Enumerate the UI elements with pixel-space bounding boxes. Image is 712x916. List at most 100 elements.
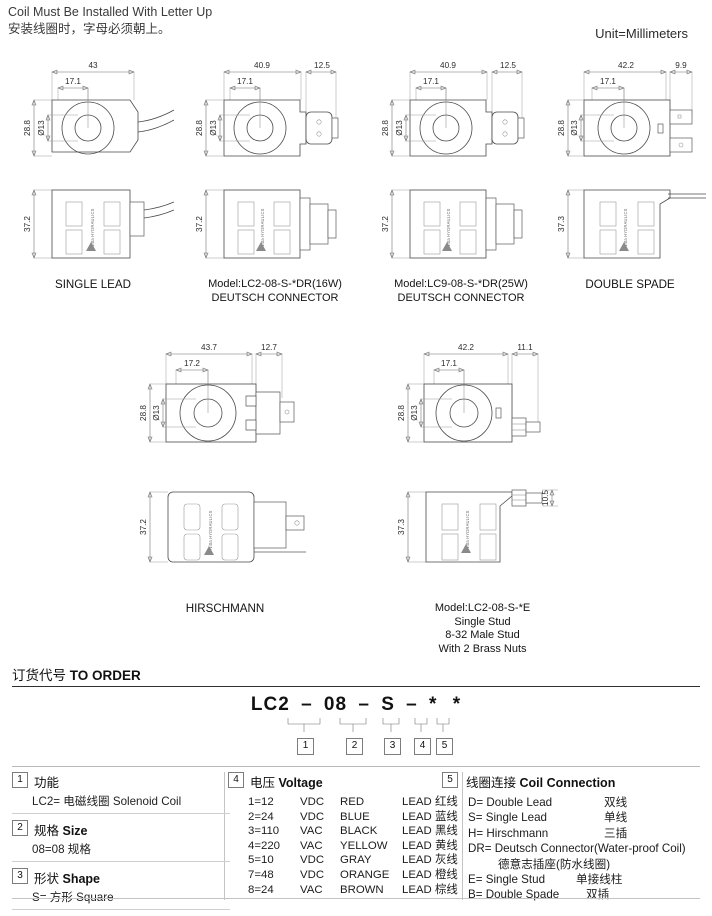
to-order-divider xyxy=(12,686,700,687)
dim-height: 28.8 xyxy=(23,120,32,136)
dim-bore: Ø13 xyxy=(570,120,579,136)
voltage-lead: LEAD xyxy=(402,883,432,896)
voltage-cn: 黑线 xyxy=(434,825,458,838)
legend-top-divider xyxy=(12,766,700,767)
voltage-color: YELLOW xyxy=(340,839,388,852)
callout-3: 3 xyxy=(384,738,401,755)
voltage-cn: 红线 xyxy=(434,796,458,808)
legend-title-size-en: Size xyxy=(62,824,88,838)
connection-cn: 三插 xyxy=(604,826,628,840)
deutsch-25w-front-view: 37.2 Nitta HYDRAULICS xyxy=(372,180,550,275)
legend-num-2: 2 xyxy=(12,820,28,836)
hirschmann-front-view: 37.2 Nitta HYDRAULICS xyxy=(130,482,320,582)
to-order-heading: 订货代号 TO ORDER xyxy=(12,664,141,684)
voltage-code: 1=12 xyxy=(248,796,274,808)
caption-line: DOUBLE SPADE xyxy=(585,278,675,291)
dim-overall-width: 43.7 xyxy=(201,343,217,352)
caption-line: DEUTSCH CONNECTOR xyxy=(211,291,339,304)
dim-front-height: 37.2 xyxy=(23,216,32,232)
voltage-cn: 棕线 xyxy=(434,883,458,896)
legend-num-3: 3 xyxy=(12,868,28,884)
order-code-dash-2: – xyxy=(358,694,370,715)
voltage-cn: 蓝线 xyxy=(434,810,458,823)
voltage-color: BLUE xyxy=(340,810,370,823)
caption-line: DEUTSCH CONNECTOR xyxy=(397,291,525,304)
dim-stud-length: 11.1 xyxy=(517,343,533,352)
voltage-lead: LEAD xyxy=(402,868,432,881)
caption-line: With 2 Brass Nuts xyxy=(438,642,527,655)
caption-deutsch-16w: Model:LC2-08-S-*DR(16W) DEUTSCH CONNECTO… xyxy=(186,278,364,305)
dim-inner-width: 17.2 xyxy=(184,359,200,368)
caption-single-stud: Model:LC2-08-S-*E Single Stud 8-32 Male … xyxy=(390,602,575,656)
dim-inner-width: 17.1 xyxy=(441,359,457,368)
voltage-unit: VAC xyxy=(300,883,323,896)
callout-1: 1 xyxy=(297,738,314,755)
legend-num-1: 1 xyxy=(12,772,28,788)
legend-rule xyxy=(12,909,230,910)
voltage-color: GRAY xyxy=(340,854,372,867)
brand-logo-text: Nitta HYDRAULICS xyxy=(465,510,470,549)
hirschmann-top-view: 43.7 12.7 17.2 28.8 xyxy=(130,340,320,470)
connection-en: E= Single Stud xyxy=(468,873,546,887)
order-code-part-2: 08 xyxy=(323,694,348,715)
drawing-double-spade: 42.2 9.9 17.1 28.8 xyxy=(548,56,712,306)
connection-cn: 双插 xyxy=(586,888,610,902)
dim-overall-width: 40.9 xyxy=(254,61,270,70)
voltage-lead: LEAD xyxy=(402,810,432,823)
callout-5: 5 xyxy=(436,738,453,755)
voltage-lead: LEAD xyxy=(402,796,432,808)
install-note: Coil Must Be Installed With Letter Up 安装… xyxy=(8,4,212,38)
connection-en: S= Single Lead xyxy=(468,811,547,825)
dim-bore: Ø13 xyxy=(152,405,161,421)
dim-spade-depth: 9.9 xyxy=(675,61,687,70)
install-note-en: Coil Must Be Installed With Letter Up xyxy=(8,5,213,19)
legend-title-connection-en: Coil Connection xyxy=(519,776,616,790)
legend-row-shape-1: S= 方形 Square xyxy=(32,891,114,904)
single-lead-top-view: 43 17.1 28.8 xyxy=(8,56,178,176)
voltage-cn: 黄线 xyxy=(434,839,458,852)
drawing-single-stud: 42.2 11.1 17.1 28.8 xyxy=(390,340,575,655)
deutsch-16w-top-view: 40.9 12.5 17.1 28.8 xyxy=(186,56,364,176)
dim-height: 28.8 xyxy=(557,120,566,136)
voltage-unit: VDC xyxy=(300,854,325,867)
drawing-deutsch-16w: 40.9 12.5 17.1 28.8 xyxy=(186,56,364,306)
brand-logo-text: Nitta HYDRAULICS xyxy=(260,208,265,247)
order-code-dash-1: – xyxy=(301,694,313,715)
dim-inner-width: 17.1 xyxy=(237,77,253,86)
dim-front-height: 37.2 xyxy=(195,216,204,232)
legend-row-size-1: 08=08 规格 xyxy=(32,843,91,856)
legend-title-voltage-en: Voltage xyxy=(278,776,323,790)
dim-connector-depth: 12.7 xyxy=(261,343,277,352)
brand-logo-text: Nitta HYDRAULICS xyxy=(446,208,451,247)
legend-title-shape-en: Shape xyxy=(62,872,101,886)
drawing-deutsch-25w: 40.9 12.5 17.1 28.8 xyxy=(372,56,550,306)
unit-label: Unit=Millimeters xyxy=(595,26,688,41)
caption-line: SINGLE LEAD xyxy=(54,278,132,291)
dim-bore: Ø13 xyxy=(37,120,46,136)
legend-num-5: 5 xyxy=(442,772,458,788)
dim-inner-width: 17.1 xyxy=(65,77,81,86)
connection-cn: 单线 xyxy=(604,811,628,825)
dim-overall-width: 40.9 xyxy=(440,61,456,70)
caption-double-spade: DOUBLE SPADE xyxy=(548,278,712,293)
legend-num-4: 4 xyxy=(228,772,244,788)
callout-4: 4 xyxy=(414,738,431,755)
voltage-code: 5=10 xyxy=(248,854,274,867)
connection-cn: 双线 xyxy=(604,796,628,809)
legend-separator-2 xyxy=(462,772,463,900)
voltage-color: BLACK xyxy=(340,825,378,838)
drawing-hirschmann: 43.7 12.7 17.2 28.8 xyxy=(130,340,320,630)
caption-line: Model:LC9-08-S-*DR(25W) xyxy=(394,278,528,290)
connection-en: H= Hirschmann xyxy=(468,826,549,840)
